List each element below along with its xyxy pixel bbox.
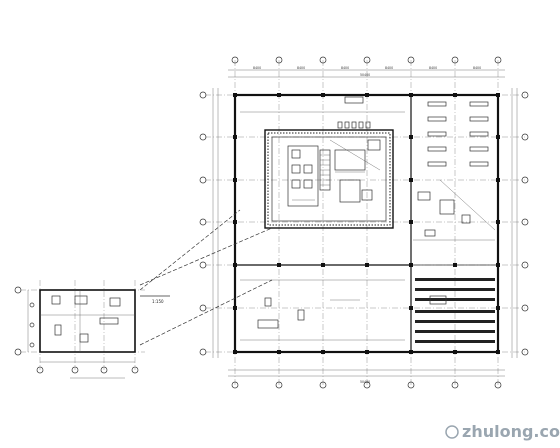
dimension-lines	[212, 69, 518, 377]
equipment-room-top	[413, 101, 496, 241]
grid-lines	[205, 60, 525, 385]
central-core	[264, 129, 394, 229]
bench-room-bottom	[415, 278, 495, 343]
dim-text-total-bottom: 50400	[360, 380, 370, 384]
dim-text-1: 8400	[253, 66, 261, 70]
detail-callout-lines	[139, 209, 273, 346]
detail-plan	[14, 280, 145, 379]
detail-scale-label: 1:150	[152, 299, 164, 304]
columns	[233, 93, 500, 354]
bottom-left-room	[240, 279, 405, 341]
dim-text-total: 50400	[360, 73, 370, 77]
top-corridor	[240, 96, 405, 129]
outer-wall	[233, 93, 500, 354]
watermark-text: zhulong.com	[462, 422, 560, 441]
dim-text-2: 8400	[297, 66, 305, 70]
dim-text-3: 8400	[341, 66, 349, 70]
dim-text-6: 8400	[473, 66, 481, 70]
grid-bubbles	[199, 56, 529, 389]
dim-text-5: 8400	[429, 66, 437, 70]
watermark-logo-icon	[445, 425, 459, 439]
dim-text-4: 8400	[385, 66, 393, 70]
